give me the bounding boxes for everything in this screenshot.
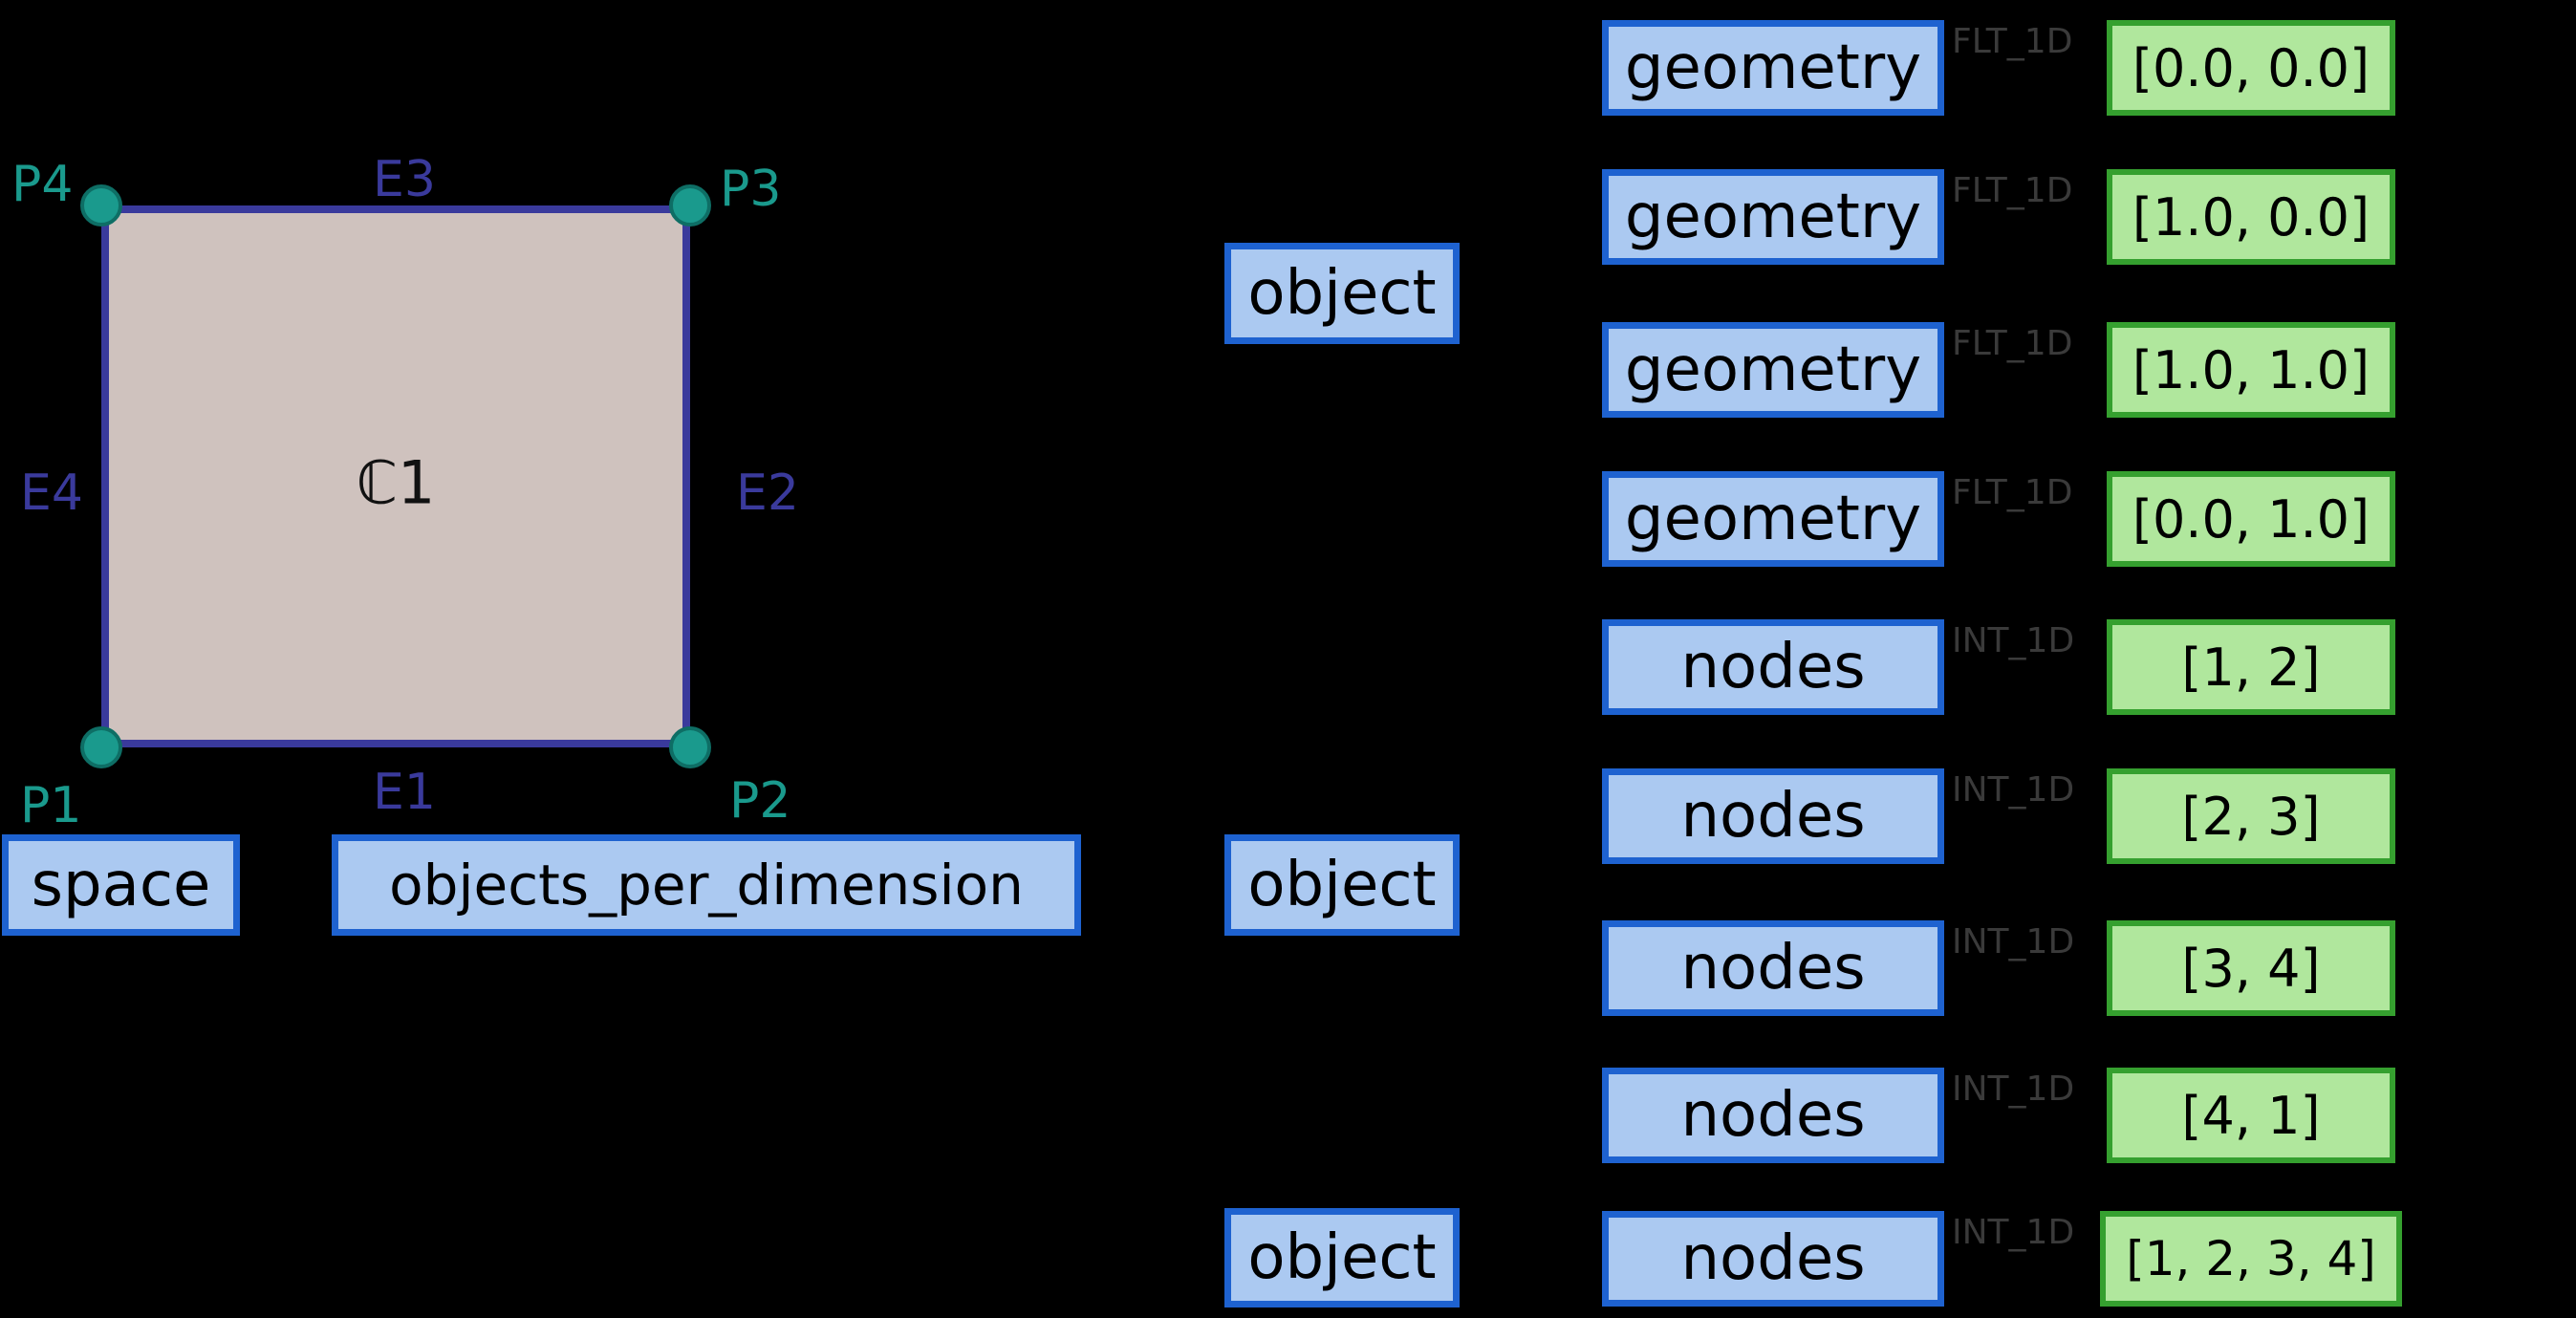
dataset-value-box: [1.0, 0.0] bbox=[2107, 169, 2395, 265]
dataset-value-box: [0.0, 1.0] bbox=[2107, 471, 2395, 567]
dataset-value-box: [0.0, 0.0] bbox=[2107, 20, 2395, 116]
cell-square bbox=[101, 205, 690, 747]
cell-center-label: ℂ1 bbox=[356, 447, 436, 518]
dataset-name-box: geometry bbox=[1602, 471, 1944, 567]
object-box-1: object bbox=[1224, 243, 1460, 344]
point-label-p2: P2 bbox=[729, 772, 791, 830]
point-marker-p3 bbox=[669, 184, 711, 227]
edge-label-e4: E4 bbox=[20, 465, 83, 522]
dataset-name-box: nodes bbox=[1602, 619, 1944, 715]
edge-label-e2: E2 bbox=[736, 465, 799, 522]
dataset-dtype-label: INT_1D bbox=[1952, 1213, 2075, 1252]
point-marker-p1 bbox=[80, 726, 122, 768]
object-box-3: object bbox=[1224, 1208, 1460, 1307]
dataset-value-box: [3, 4] bbox=[2107, 920, 2395, 1016]
edge-label-e1: E1 bbox=[373, 764, 436, 821]
object-box-2: object bbox=[1224, 834, 1460, 936]
dataset-dtype-label: FLT_1D bbox=[1952, 171, 2073, 210]
objects-per-dimension-box: objects_per_dimension bbox=[332, 834, 1081, 936]
dataset-dtype-label: INT_1D bbox=[1952, 922, 2075, 961]
dataset-value-box: [1, 2] bbox=[2107, 619, 2395, 715]
dataset-name-box: nodes bbox=[1602, 920, 1944, 1016]
edge-label-e3: E3 bbox=[373, 151, 436, 208]
dataset-dtype-label: INT_1D bbox=[1952, 621, 2075, 660]
dataset-name-box: nodes bbox=[1602, 1211, 1944, 1307]
dataset-name-box: geometry bbox=[1602, 169, 1944, 265]
dataset-value-box: [4, 1] bbox=[2107, 1068, 2395, 1163]
dataset-dtype-label: INT_1D bbox=[1952, 1070, 2075, 1109]
dataset-name-box: nodes bbox=[1602, 768, 1944, 864]
dataset-value-box: [1.0, 1.0] bbox=[2107, 322, 2395, 418]
dataset-value-box: [1, 2, 3, 4] bbox=[2100, 1211, 2402, 1307]
dataset-name-box: geometry bbox=[1602, 322, 1944, 418]
dataset-dtype-label: FLT_1D bbox=[1952, 22, 2073, 61]
point-marker-p4 bbox=[80, 184, 122, 227]
dataset-dtype-label: FLT_1D bbox=[1952, 324, 2073, 363]
dataset-name-box: geometry bbox=[1602, 20, 1944, 116]
dataset-name-box: nodes bbox=[1602, 1068, 1944, 1163]
point-label-p1: P1 bbox=[20, 777, 82, 834]
point-marker-p2 bbox=[669, 726, 711, 768]
dataset-dtype-label: FLT_1D bbox=[1952, 473, 2073, 512]
dataset-dtype-label: INT_1D bbox=[1952, 770, 2075, 810]
point-label-p4: P4 bbox=[11, 156, 74, 213]
space-box: space bbox=[2, 834, 240, 936]
dataset-value-box: [2, 3] bbox=[2107, 768, 2395, 864]
point-label-p3: P3 bbox=[720, 161, 782, 218]
